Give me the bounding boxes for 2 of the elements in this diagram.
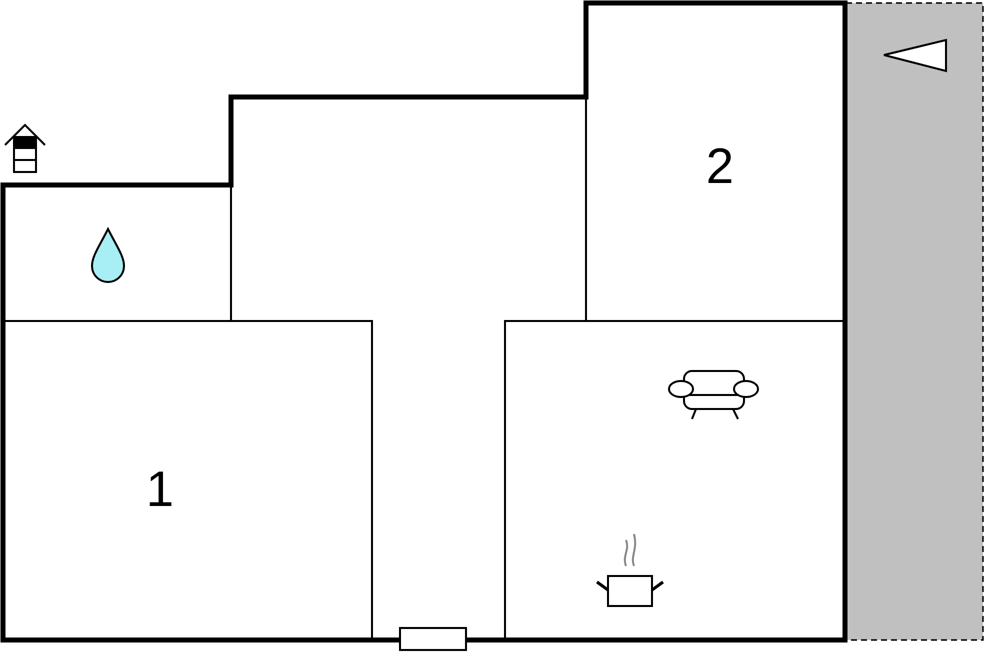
room-number: 1 (146, 464, 174, 514)
room-number: 2 (706, 141, 734, 191)
